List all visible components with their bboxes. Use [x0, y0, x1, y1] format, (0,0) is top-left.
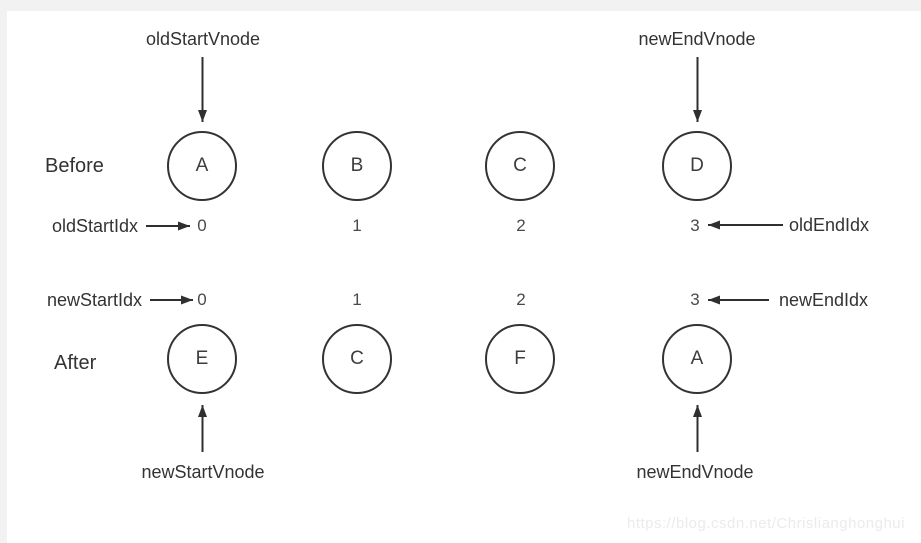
vnode-circle-before-2: C — [485, 131, 555, 201]
vnode-letter: E — [195, 348, 209, 369]
index-before-3: 3 — [690, 216, 700, 235]
vnode-letter: A — [195, 155, 209, 176]
vnode-circle-before-1: B — [322, 131, 392, 201]
vnode-circle-after-3: A — [662, 324, 732, 394]
csdn-watermark: https://blog.csdn.net/Chrislianghonghui — [626, 515, 905, 532]
index-after-2: 2 — [516, 290, 526, 309]
vnode-circle-after-2: F — [485, 324, 555, 394]
index-before-2: 2 — [516, 216, 526, 235]
before-row-label: Before — [45, 155, 104, 177]
vnode-letter: A — [690, 348, 704, 369]
index-after-3: 3 — [690, 290, 700, 309]
vnode-letter: B — [350, 155, 364, 176]
vnode-circle-after-1: C — [322, 324, 392, 394]
after-row-label: After — [54, 352, 97, 374]
vnode-letter: D — [690, 155, 704, 176]
new-end-vnode-top-label: newEndVnode — [638, 29, 756, 49]
vnode-letter: C — [513, 155, 527, 176]
old-start-vnode-label: oldStartVnode — [145, 29, 261, 49]
old-start-idx-label: oldStartIdx — [51, 216, 138, 236]
vnode-letter: C — [350, 348, 364, 369]
vnode-circle-before-0: A — [167, 131, 237, 201]
index-after-1: 1 — [352, 290, 362, 309]
vnode-letter: F — [514, 348, 526, 369]
vnode-circle-after-0: E — [167, 324, 237, 394]
old-end-idx-label: oldEndIdx — [789, 215, 870, 235]
diagram-canvas — [7, 11, 921, 543]
vnode-circle-before-3: D — [662, 131, 732, 201]
new-end-idx-label: newEndIdx — [779, 290, 869, 310]
new-start-idx-label: newStartIdx — [46, 290, 142, 310]
index-before-0: 0 — [197, 216, 207, 235]
new-end-vnode-bottom-label: newEndVnode — [636, 462, 754, 482]
new-start-vnode-label: newStartVnode — [141, 462, 265, 482]
index-before-1: 1 — [352, 216, 362, 235]
index-after-0: 0 — [197, 290, 207, 309]
